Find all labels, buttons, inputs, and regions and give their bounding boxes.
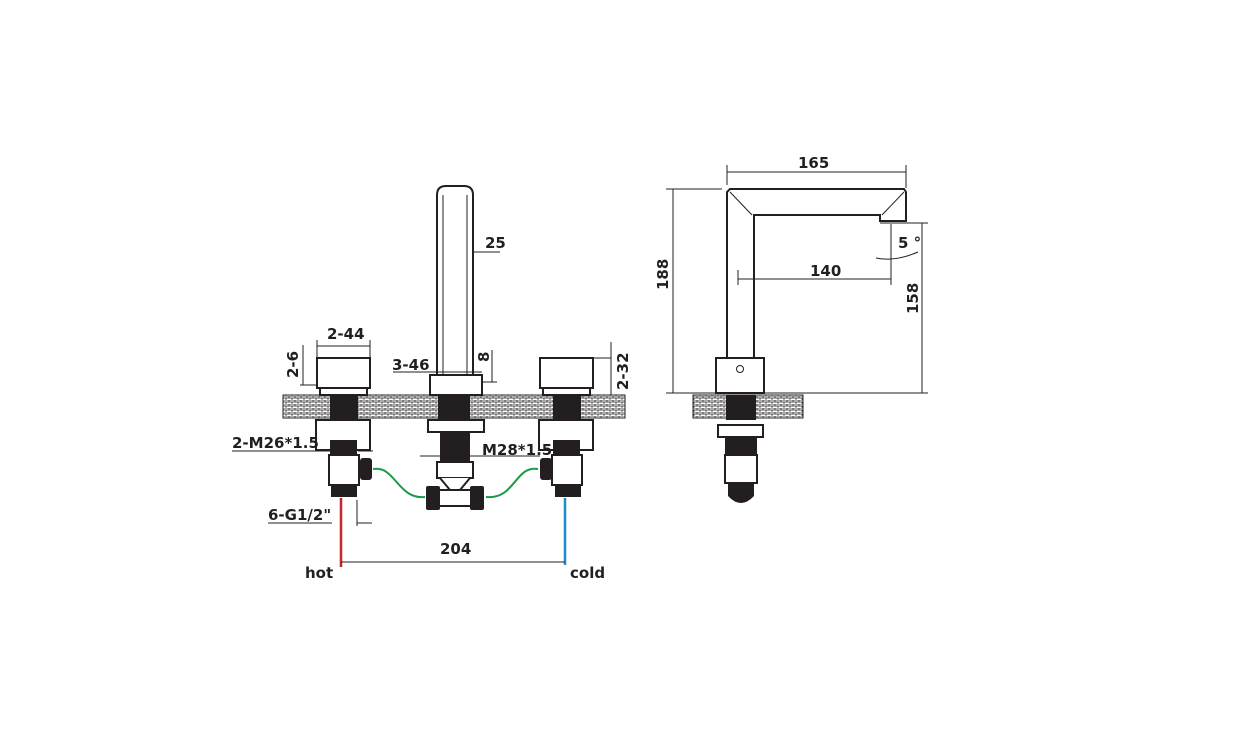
side-view: 165 140 188 158 5 ° [654, 154, 928, 503]
dim-spout-offset: 8 [475, 352, 493, 362]
front-view: 2-44 2-6 3-46 8 25 2-32 2-M26*1.5 M28*1.… [232, 185, 632, 582]
hot-label: hot [305, 564, 333, 582]
cold-valve [538, 357, 594, 497]
dim-handle-height: 2-32 [614, 352, 632, 390]
dim-height-total: 188 [654, 259, 672, 290]
dim-outlet-height: 158 [904, 283, 922, 314]
dim-centers: 204 [440, 540, 471, 558]
dim-spout-thread: M28*1.5 [482, 441, 552, 459]
hot-valve [315, 357, 372, 497]
collar-side [715, 357, 765, 394]
spout-side [726, 188, 907, 359]
dim-handle-top: 2-6 [284, 351, 302, 378]
hose-right [485, 467, 539, 499]
hose-left [372, 467, 426, 499]
dim-inlet-thread: 6-G1/2" [268, 506, 331, 524]
spout-collar [429, 374, 483, 396]
dim-reach-total: 165 [798, 154, 829, 172]
dim-reach-outlet: 140 [810, 262, 841, 280]
dim-handle-width: 2-44 [327, 325, 365, 343]
spout [436, 185, 474, 376]
dim-valve-thread: 2-M26*1.5 [232, 434, 319, 452]
cold-label: cold [570, 564, 605, 582]
dim-spout-base: 3-46 [392, 356, 430, 374]
dim-spout-width: 25 [485, 234, 506, 252]
dim-angle: 5 ° [898, 234, 921, 252]
